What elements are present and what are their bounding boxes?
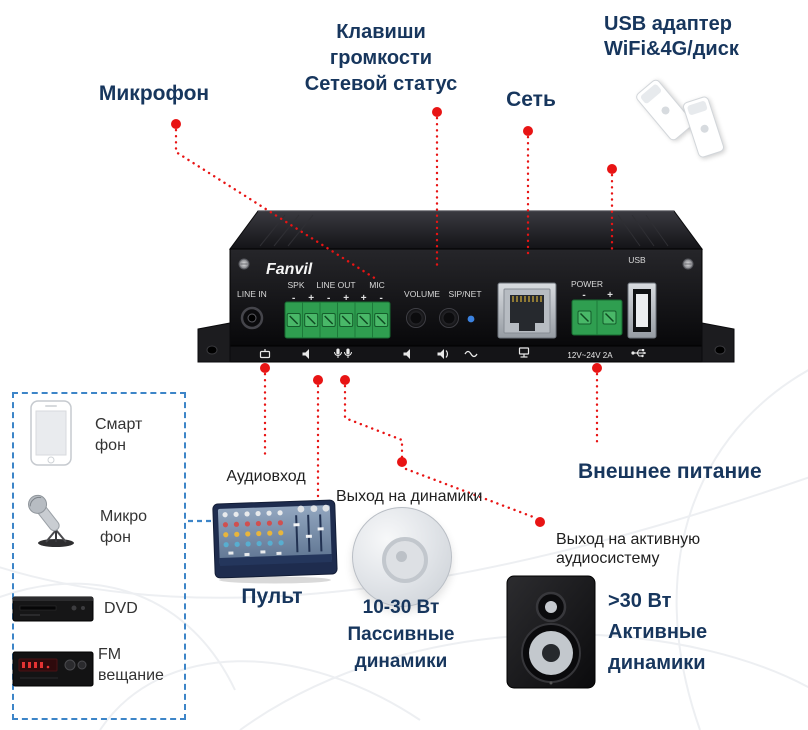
sources-group-box (12, 392, 186, 720)
svg-text:+: + (343, 293, 349, 304)
svg-text:+: + (308, 293, 314, 304)
label-passive-line1: 10-30 Вт (362, 597, 440, 618)
panel-screw-right (682, 258, 694, 270)
callout-volume-line3: Сетевой статус (304, 73, 458, 95)
line-in-jack (240, 306, 264, 330)
callout-usb-line2: WiFi&4G/диск (604, 38, 739, 60)
callout-microphone: Микрофон (98, 82, 210, 105)
label-active-out-line1: Выход на активную (556, 531, 701, 548)
label-passive-line3: динамики (354, 651, 448, 672)
active-speaker-icon (506, 575, 596, 689)
ethernet-port (497, 282, 557, 339)
label-active-out-line2: аудиосистему (556, 550, 660, 567)
label-source-microphone: Микрофон (100, 508, 148, 546)
label-speaker-out: Выход на динамики (336, 488, 483, 505)
usb-dongle-logo (659, 105, 671, 117)
brand-logo: Fanvil (266, 261, 313, 278)
port-icon-speaker-2 (403, 349, 410, 359)
label-audio-in: Аудиовход (226, 468, 306, 485)
label-fm: FM вещание (98, 646, 164, 684)
line-in-label: LINE IN (237, 289, 267, 299)
speaker-center-dot (396, 551, 407, 562)
label-passive-speakers: 10-30 Вт Пассивные динамики (322, 594, 480, 675)
usb-label: USB (628, 255, 646, 265)
fm-radio-icon (12, 651, 94, 687)
volume-label: VOLUME (404, 289, 440, 299)
callout-usb-line1: USB адаптер (604, 13, 732, 35)
sip-net-button (439, 308, 459, 328)
callout-volume-status: Клавиши громкости Сетевой статус (294, 19, 468, 97)
svg-text:-: - (582, 290, 585, 301)
label-active-line1: >30 Вт (608, 590, 672, 612)
mixer-console-icon (212, 499, 338, 584)
power-spec-label: 12V~24V 2A (567, 351, 613, 360)
callout-volume-line1: Клавиши (336, 21, 426, 43)
power-terminal-block (571, 299, 623, 336)
power-label: POWER (571, 279, 603, 289)
port-icon-wave (464, 350, 478, 358)
port-icon-loudspeaker (437, 349, 448, 359)
label-active-out: Выход на активную аудиосистему (556, 530, 700, 568)
label-external-power: Внешнее питание (578, 460, 762, 483)
paging-amplifier-device: Fanvil LINE IN SPK LINE OUT MIC - + - + … (197, 210, 735, 363)
status-led (467, 315, 475, 323)
label-dvd: DVD (104, 600, 138, 617)
power-polarity-marks: - + (582, 290, 613, 301)
usb-port (627, 282, 657, 339)
dvd-player-icon (12, 596, 94, 622)
panel-screw-left (238, 258, 250, 270)
label-passive-line2: Пассивные (347, 624, 455, 645)
usb-dongle-logo (699, 123, 710, 134)
callout-network: Сеть (506, 88, 556, 111)
port-icon-mic (334, 348, 342, 358)
device-bottom-strip (229, 345, 703, 363)
label-active-line2: Активные (608, 621, 708, 643)
sip-net-label: SIP/NET (448, 289, 481, 299)
microphone-icon (28, 494, 74, 547)
svg-text:-: - (292, 293, 295, 304)
line-out-label: LINE OUT (316, 280, 355, 290)
mounting-ear-left (197, 322, 231, 363)
svg-text:+: + (361, 293, 367, 304)
svg-text:+: + (607, 290, 613, 301)
port-icon-network (518, 347, 530, 358)
callout-usb-adapter: USB адаптер WiFi&4G/диск (604, 12, 739, 62)
speaker-terminal-block (284, 301, 391, 339)
svg-text:-: - (327, 293, 330, 304)
usb-dongle-cap (686, 100, 708, 116)
mic-label: MIC (369, 280, 385, 290)
device-top-surface (229, 210, 703, 250)
spk-label: SPK (287, 280, 304, 290)
svg-text:-: - (380, 293, 383, 304)
volume-button (406, 308, 426, 328)
mounting-ear-right (701, 322, 735, 363)
callout-volume-line2: громкости (329, 47, 433, 69)
port-icon-usb-trident (631, 349, 646, 358)
spk-polarity-marks: - + - + + - (292, 293, 383, 304)
port-icon-mic-2 (344, 348, 352, 358)
speaker-ring (382, 537, 428, 583)
label-active-line3: динамики (608, 652, 706, 674)
label-mixer: Пульт (241, 585, 303, 608)
port-icon-aux-in (259, 349, 271, 359)
label-active-speakers: >30 Вт Активные динамики (608, 586, 707, 679)
port-icon-speaker (302, 349, 309, 359)
label-smartphone: Смартфон (95, 416, 143, 454)
passive-speaker-icon (352, 507, 452, 607)
smartphone-icon (30, 400, 72, 466)
